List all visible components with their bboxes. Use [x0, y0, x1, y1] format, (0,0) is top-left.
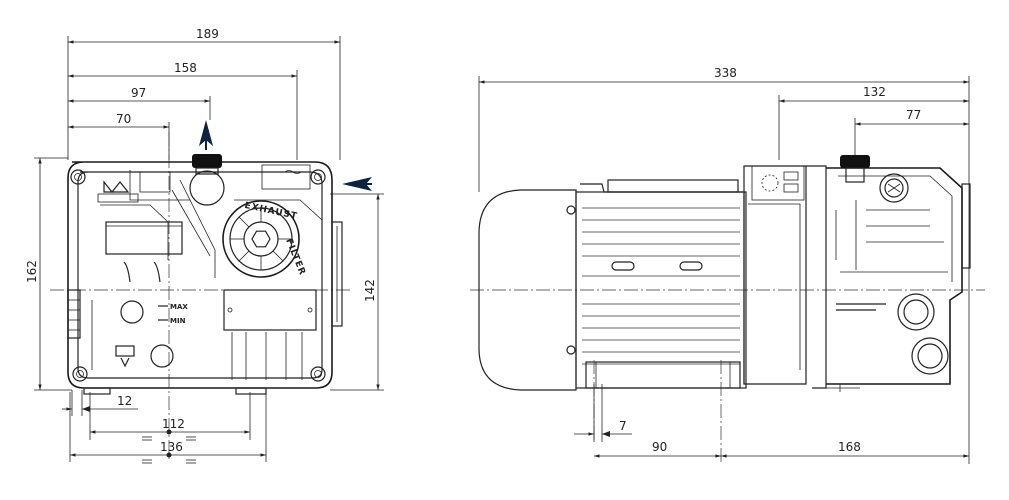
dim-136: 136	[69, 392, 267, 464]
pump-housing-front: MAX MIN	[67, 154, 343, 395]
dim-142: 142	[330, 193, 384, 391]
svg-text:97: 97	[131, 86, 146, 100]
svg-text:MIN: MIN	[170, 317, 186, 325]
svg-text:112: 112	[162, 417, 185, 431]
dim-189: 189	[68, 27, 340, 44]
svg-text:7: 7	[619, 419, 627, 433]
exhaust-filter: EXHAUST FILTER	[222, 200, 307, 278]
inlet-flow-arrow	[342, 177, 372, 191]
dim-168: 168	[721, 440, 969, 458]
svg-text:189: 189	[196, 27, 219, 41]
dim-70: 70	[68, 112, 169, 129]
motor-fan-cover	[478, 189, 577, 391]
svg-text:77: 77	[906, 108, 921, 122]
dim-158: 158	[68, 61, 297, 78]
motor-cooling-fins	[582, 207, 740, 365]
exhaust-flow-arrow	[199, 120, 213, 150]
svg-text:338: 338	[714, 66, 737, 80]
svg-text:136: 136	[160, 440, 183, 454]
svg-text:132: 132	[863, 85, 886, 99]
dim-77: 77	[855, 108, 969, 126]
svg-text:MAX: MAX	[170, 303, 188, 311]
dim-7: 7	[574, 384, 632, 442]
svg-text:EXHAUST: EXHAUST	[243, 201, 298, 222]
dim-132: 132	[779, 85, 969, 103]
dim-112: 112	[89, 392, 251, 441]
svg-text:90: 90	[652, 440, 667, 454]
svg-text:142: 142	[363, 279, 377, 302]
side-view: 338 132 77	[470, 66, 985, 465]
dim-162: 162	[25, 157, 72, 391]
svg-text:FILTER: FILTER	[283, 237, 307, 277]
dim-90: 90	[594, 440, 721, 458]
svg-text:168: 168	[838, 440, 861, 454]
front-view: 189 158 97 70	[25, 27, 384, 464]
svg-text:70: 70	[116, 112, 131, 126]
svg-text:12: 12	[117, 394, 132, 408]
svg-text:162: 162	[25, 260, 39, 283]
dim-97: 97	[68, 86, 210, 103]
pump-body-side	[743, 155, 971, 392]
dim-338: 338	[479, 66, 969, 84]
motor-body	[566, 179, 747, 389]
svg-text:158: 158	[174, 61, 197, 75]
